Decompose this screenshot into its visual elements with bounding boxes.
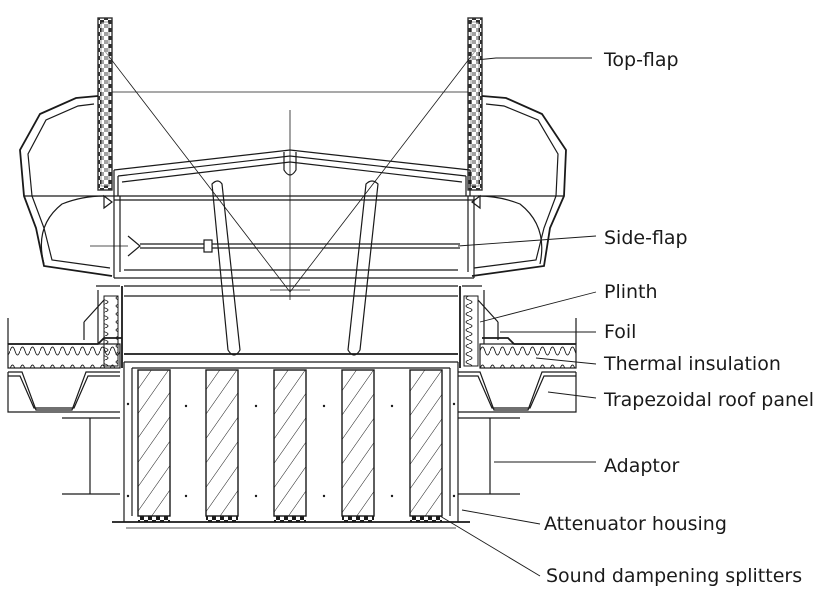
adaptor-right (458, 417, 520, 495)
label-top-flap: Top-flap (603, 49, 679, 71)
splitter-1 (137, 369, 171, 517)
trapezoidal-roof-panel-right (458, 371, 577, 413)
label-side-flap: Side-flap (604, 227, 688, 249)
splitter-2 (205, 369, 239, 517)
sound-dampening-splitters (126, 369, 456, 522)
label-thermal-insulation: Thermal insulation (603, 353, 781, 375)
roof-left (7, 318, 122, 495)
trapezoidal-roof-panel-left (7, 371, 120, 413)
actuator-rod (140, 243, 460, 249)
plinth-insulation-right (463, 295, 479, 367)
label-sound-dampening-splitters: Sound dampening splitters (546, 565, 802, 587)
label-trapezoidal-roof-panel: Trapezoidal roof panel (603, 389, 814, 411)
plinth-insulation-left (103, 295, 119, 367)
ventilator-body (90, 49, 477, 356)
plinth-upstand-left (83, 299, 105, 340)
splitter-5 (409, 369, 443, 517)
side-flap-right (471, 95, 567, 277)
strut-left (211, 180, 241, 356)
label-adaptor: Adaptor (604, 455, 680, 477)
label-foil: Foil (604, 321, 636, 343)
top-flaps (97, 17, 483, 191)
ridge-roof (113, 149, 471, 183)
leader-lines (439, 57, 597, 577)
strut-right (347, 180, 379, 356)
adaptor-left (62, 417, 120, 495)
label-attenuator-housing: Attenuator housing (544, 513, 727, 535)
thermal-insulation-right (479, 343, 577, 369)
splitter-4 (341, 369, 375, 517)
plinth (83, 285, 499, 368)
side-flap-left (19, 95, 114, 277)
foil-right (482, 337, 576, 345)
roof-right (458, 318, 577, 495)
splitter-3 (273, 369, 307, 517)
label-plinth: Plinth (604, 281, 658, 303)
thermal-insulation-left (7, 343, 121, 369)
